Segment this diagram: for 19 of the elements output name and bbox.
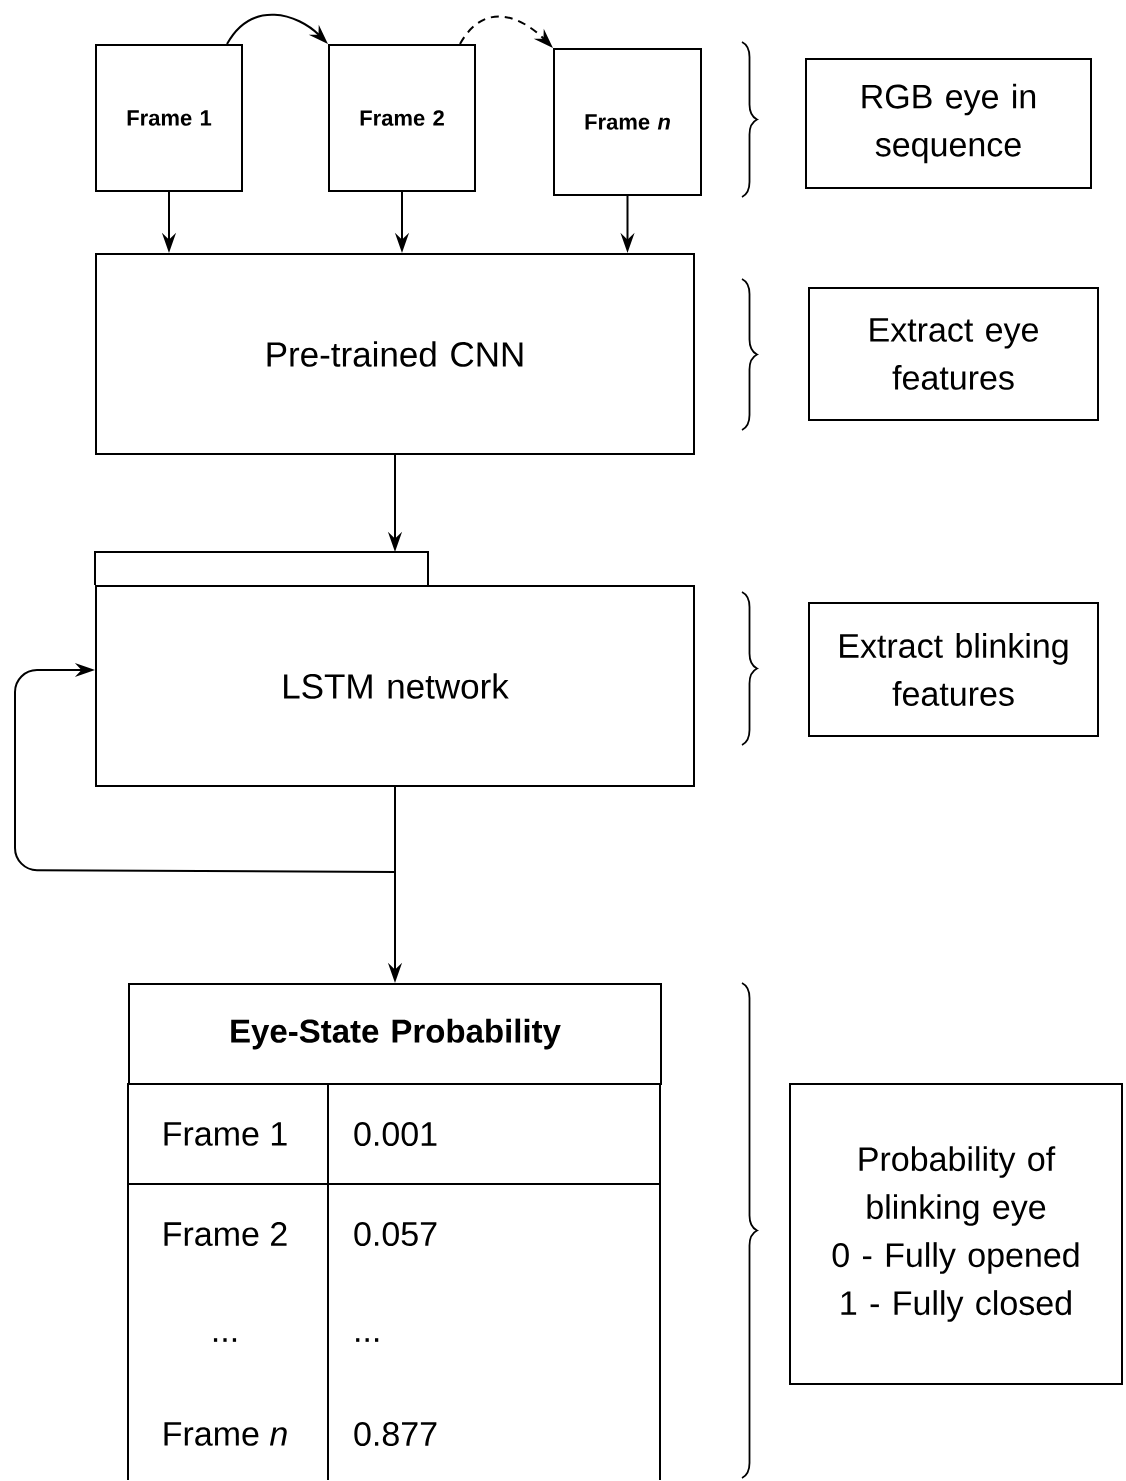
network-box: LSTM network [94, 551, 695, 787]
table-cell: ... [356, 1338, 379, 1342]
frame-box: Frame 2 [328, 44, 476, 192]
table-cell: Frame n [164, 1422, 287, 1446]
table-cell: 0.001 [354, 1121, 437, 1147]
table-cell: 0.057 [354, 1221, 437, 1247]
table-cell: Frame 1 [164, 1122, 287, 1146]
description-box: Extract blinking features [808, 602, 1099, 737]
table-cell: 0.877 [354, 1421, 437, 1447]
table-cell: Frame 2 [164, 1221, 287, 1247]
description-box: Probability of blinking eye 0 - Fully opened 1 - Fully closed [789, 1083, 1123, 1385]
table-cell: ... [213, 1338, 237, 1342]
description-box: RGB eye in sequence [805, 58, 1092, 189]
arrow [14, 662, 396, 873]
frame-box: Frame 1 [95, 44, 243, 192]
description-box: Extract eye features [808, 287, 1099, 421]
table-header: Eye-State Probability [128, 983, 662, 1085]
process-box: Pre-trained CNN [95, 253, 695, 455]
frame-box: Frame n [553, 48, 702, 196]
